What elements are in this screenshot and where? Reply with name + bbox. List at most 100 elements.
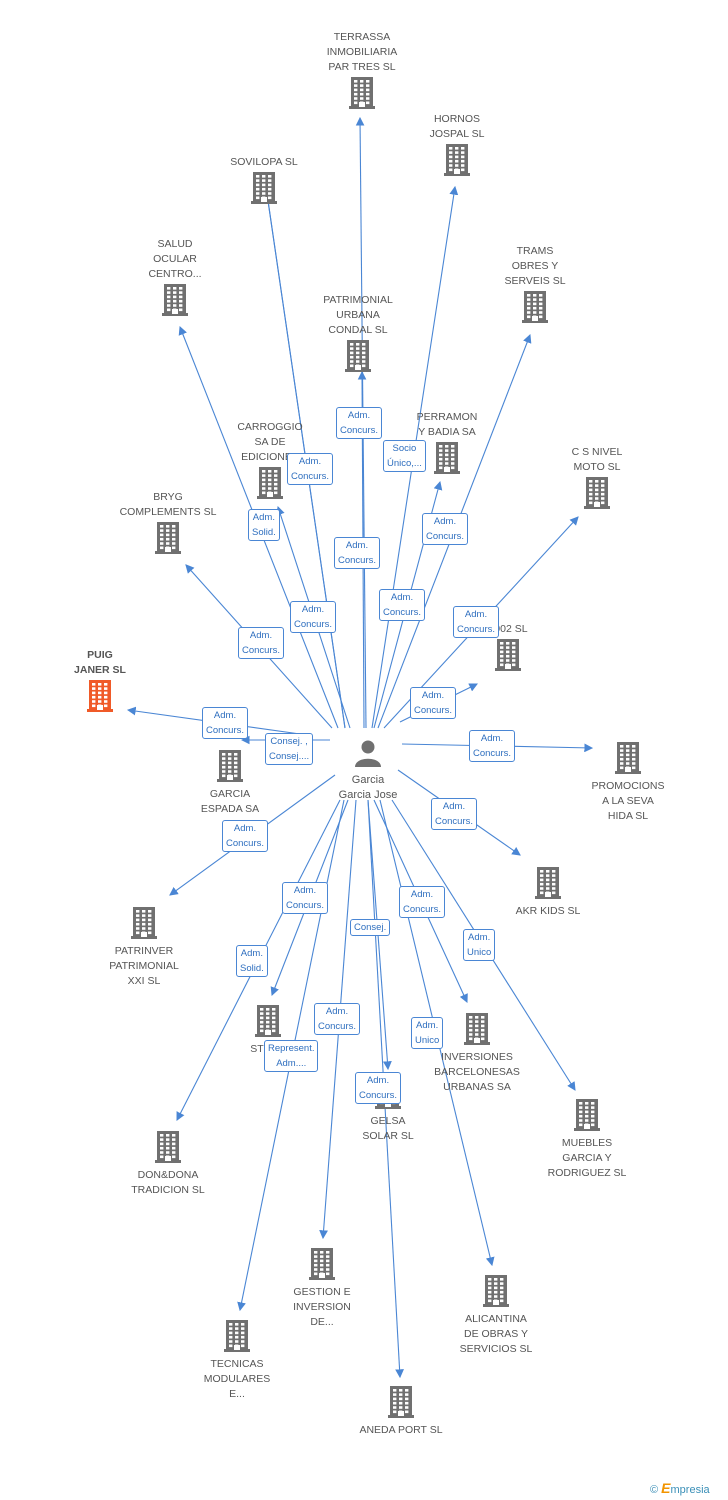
relation-label-garcia_espada[interactable]: Consej. , Consej.... [265, 733, 314, 765]
company-name: MUEBLES GARCIA Y RODRIGUEZ SL [547, 1137, 627, 1179]
relation-label-alicantina[interactable]: Adm. Unico [411, 1017, 444, 1049]
relation-label-gelsa[interactable]: Consej. [350, 919, 391, 936]
building-icon [224, 1320, 250, 1352]
company-node-puig[interactable]: PUIG JANER SL [35, 648, 165, 717]
building-icon [434, 442, 460, 474]
building-icon [483, 1275, 509, 1307]
person-node[interactable]: Garcia Garcia Jose [318, 738, 418, 803]
building-icon [131, 907, 157, 939]
building-icon [257, 467, 283, 499]
company-name: TRAMS OBRES Y SERVEIS SL [504, 245, 566, 287]
person-icon [355, 740, 381, 767]
relation-label-tecnicas[interactable]: Represent. Adm.... [264, 1040, 319, 1072]
relation-label-trams[interactable]: Adm. Concurs. [422, 513, 469, 545]
company-name: GESTION E INVERSION DE... [293, 1286, 351, 1328]
company-name: PATRINVER PATRIMONIAL XXI SL [109, 945, 179, 987]
company-node-garcia_espada[interactable]: GARCIA ESPADA SA [165, 748, 295, 817]
building-icon [574, 1099, 600, 1131]
relation-label-muebles[interactable]: Adm. Unico [463, 929, 496, 961]
relation-label-patrinver[interactable]: Adm. Concurs. [222, 820, 269, 852]
company-node-dondona[interactable]: DON&DONA TRADICION SL [103, 1129, 233, 1198]
building-icon [162, 284, 188, 316]
person-name: Garcia Garcia Jose [338, 774, 398, 801]
company-name: PATRIMONIAL URBANA CONDAL SL [323, 294, 393, 336]
company-node-terrassa[interactable]: TERRASSA INMOBILIARIA PAR TRES SL [297, 30, 427, 114]
company-node-inversiones[interactable]: INVERSIONES BARCELONESAS URBANAS SA [412, 1011, 542, 1095]
company-name: TERRASSA INMOBILIARIA PAR TRES SL [326, 31, 398, 73]
building-icon [345, 340, 371, 372]
building-icon [615, 742, 641, 774]
building-icon [87, 680, 113, 712]
company-node-patrinver[interactable]: PATRINVER PATRIMONIAL XXI SL [79, 905, 209, 989]
company-name: ANEDA PORT SL [359, 1424, 443, 1436]
company-name: AKR KIDS SL [515, 905, 581, 917]
relation-label-akr[interactable]: Adm. Concurs. [431, 798, 478, 830]
building-icon [155, 522, 181, 554]
company-node-aneda[interactable]: ANEDA PORT SL [336, 1384, 466, 1438]
company-node-sovilopa[interactable]: SOVILOPA SL [199, 155, 329, 209]
relation-label-carroggio[interactable]: Adm. Solid. [248, 509, 280, 541]
company-name: C S NIVEL MOTO SL [571, 446, 623, 473]
building-icon [155, 1131, 181, 1163]
company-node-muebles[interactable]: MUEBLES GARCIA Y RODRIGUEZ SL [522, 1097, 652, 1181]
company-name: TECNICAS MODULARES E... [203, 1358, 271, 1400]
company-name: HORNOS JOSPAL SL [429, 113, 485, 140]
company-name: ALICANTINA DE OBRAS Y SERVICIOS SL [459, 1313, 533, 1355]
relation-label-hornos[interactable]: Socio Único,... [383, 440, 426, 472]
company-name: BRYG COMPLEMENTS SL [119, 491, 217, 518]
company-node-csnivel[interactable]: C S NIVEL MOTO SL [532, 445, 662, 514]
relation-label-patrimonial_urbana[interactable]: Adm. Concurs. [334, 537, 381, 569]
relation-label-puig[interactable]: Adm. Concurs. [202, 707, 249, 739]
relation-label-csnivel[interactable]: Adm. Concurs. [453, 606, 500, 638]
company-node-gestion[interactable]: GESTION E INVERSION DE... [257, 1246, 387, 1330]
company-node-perramon[interactable]: PERRAMON Y BADIA SA [382, 410, 512, 479]
building-icon [251, 172, 277, 204]
company-node-akr[interactable]: AKR KIDS SL [483, 865, 613, 919]
relation-label-gestion[interactable]: Adm. Concurs. [314, 1003, 361, 1035]
building-icon [584, 477, 610, 509]
relation-label-salud[interactable]: Adm. Concurs. [238, 627, 285, 659]
company-name: GELSA SOLAR SL [362, 1115, 414, 1142]
relation-label-stren[interactable]: Adm. Solid. [236, 945, 268, 977]
company-node-hornos[interactable]: HORNOS JOSPAL SL [392, 112, 522, 181]
company-node-promocions[interactable]: PROMOCIONS A LA SEVA HIDA SL [563, 740, 693, 824]
company-name: CARROGGIO SA DE EDICIONES [237, 421, 303, 463]
company-name: PERRAMON Y BADIA SA [416, 411, 478, 438]
building-icon [495, 639, 521, 671]
brand-name: mpresia [670, 1484, 710, 1496]
company-node-patrimonial_urbana[interactable]: PATRIMONIAL URBANA CONDAL SL [293, 293, 423, 377]
relation-label-sovilopa[interactable]: Adm. Concurs. [287, 453, 334, 485]
brand-e: E [661, 1480, 671, 1496]
relation-label-terrassa[interactable]: Adm. Concurs. [336, 407, 383, 439]
company-node-bryg[interactable]: BRYG COMPLEMENTS SL [103, 490, 233, 559]
building-icon [464, 1013, 490, 1045]
company-node-alicantina[interactable]: ALICANTINA DE OBRAS Y SERVICIOS SL [431, 1273, 561, 1357]
building-icon [309, 1248, 335, 1280]
relation-label-promocions[interactable]: Adm. Concurs. [469, 730, 516, 762]
building-icon [349, 77, 375, 109]
building-icon [255, 1005, 281, 1037]
company-node-carroggio[interactable]: CARROGGIO SA DE EDICIONES [205, 420, 335, 504]
company-name: SOVILOPA SL [230, 156, 298, 168]
building-icon [388, 1386, 414, 1418]
company-name: DON&DONA TRADICION SL [131, 1169, 205, 1196]
company-name: PUIG JANER SL [74, 649, 126, 676]
company-name: PROMOCIONS A LA SEVA HIDA SL [591, 780, 665, 822]
company-name: GARCIA ESPADA SA [200, 788, 260, 815]
footer-brand: © Empresia [650, 1480, 710, 1496]
company-name: INVERSIONES BARCELONESAS URBANAS SA [434, 1051, 520, 1093]
relation-label-bryg[interactable]: Adm. Concurs. [290, 601, 337, 633]
company-node-salud[interactable]: SALUD OCULAR CENTRO... [110, 237, 240, 321]
building-icon [444, 144, 470, 176]
relation-label-dondona[interactable]: Adm. Concurs. [282, 882, 329, 914]
copyright-symbol: © [650, 1484, 659, 1496]
company-node-trams[interactable]: TRAMS OBRES Y SERVEIS SL [470, 244, 600, 328]
relation-label-n2002[interactable]: Adm. Concurs. [410, 687, 457, 719]
building-icon [522, 291, 548, 323]
building-icon [217, 750, 243, 782]
relation-label-perramon[interactable]: Adm. Concurs. [379, 589, 426, 621]
relation-label-aneda[interactable]: Adm. Concurs. [355, 1072, 402, 1104]
company-node-tecnicas[interactable]: TECNICAS MODULARES E... [172, 1318, 302, 1402]
relation-label-inversiones[interactable]: Adm. Concurs. [399, 886, 446, 918]
building-icon [535, 867, 561, 899]
